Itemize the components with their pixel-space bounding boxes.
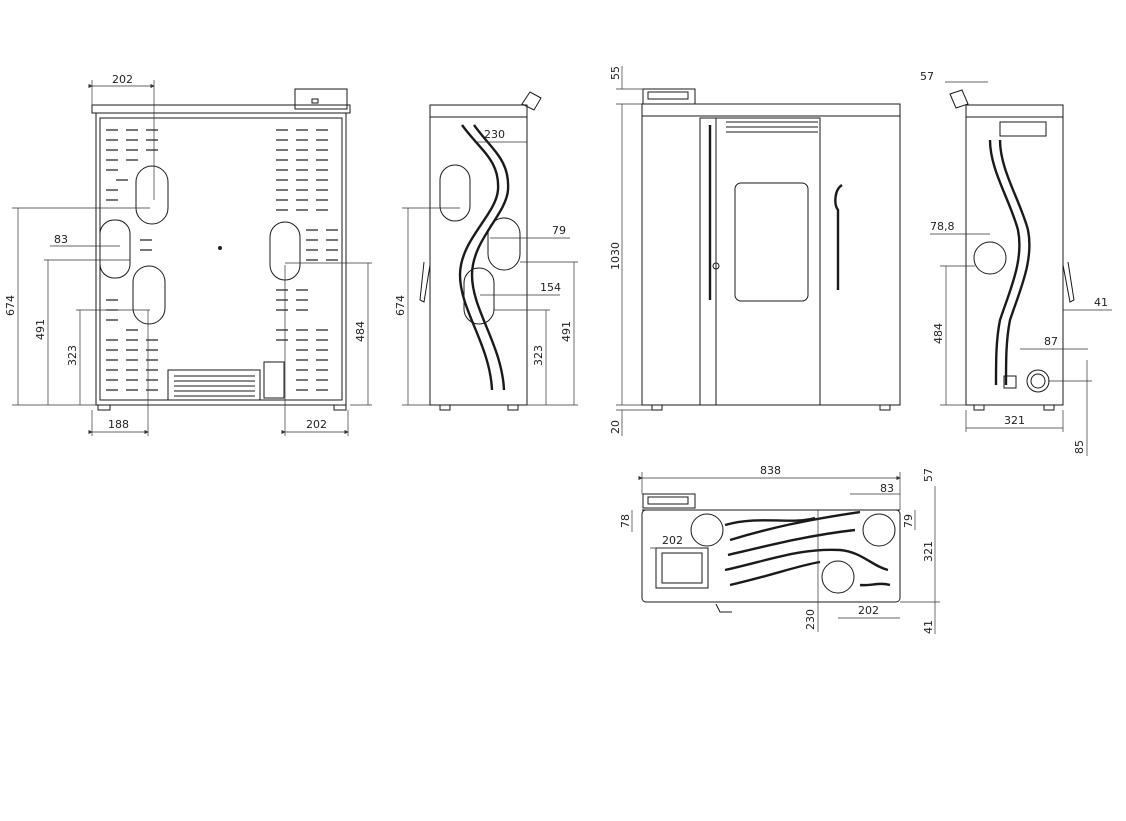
dim-back-491: 491	[34, 319, 47, 340]
dim-top-41: 41	[922, 620, 935, 634]
dim-left-230: 230	[484, 128, 505, 141]
top-wave-lines	[724, 510, 891, 587]
dim-right-87: 87	[1044, 335, 1058, 348]
dim-back-83: 83	[54, 233, 68, 246]
dim-left-674: 674	[394, 295, 407, 316]
top-view: 838 83 57 78 202 79 321 230 202 41	[619, 464, 940, 634]
dim-right-85: 85	[1073, 440, 1086, 454]
dim-top-202b: 202	[858, 604, 879, 617]
dim-top-57: 57	[922, 468, 935, 482]
dim-back-323: 323	[66, 345, 79, 366]
dim-right-57: 57	[920, 70, 934, 83]
dim-back-202b: 202	[306, 418, 327, 431]
dim-back-484: 484	[354, 321, 367, 342]
dim-back-188: 188	[108, 418, 129, 431]
grille	[174, 375, 255, 397]
dim-front-20: 20	[609, 420, 622, 434]
vent-slots-right	[276, 129, 338, 391]
side-right-view: 57 78,8 484 41 87 85 321	[920, 70, 1112, 456]
front-view: 55 1030 20	[609, 66, 901, 436]
dim-left-491: 491	[560, 321, 573, 342]
front-dimensions: 55 1030 20	[609, 66, 652, 436]
dim-front-55: 55	[609, 66, 622, 80]
dim-left-79: 79	[552, 224, 566, 237]
dim-top-202a: 202	[662, 534, 683, 547]
side-left-dimensions: 230 674 79 154 323 491	[394, 128, 578, 406]
dim-top-83: 83	[880, 482, 894, 495]
top-view-dimensions: 838 83 57 78 202 79 321 230 202 41	[619, 464, 940, 634]
back-view: 202 674 491 323 83 188 202 484	[4, 73, 372, 436]
dim-front-1030: 1030	[609, 242, 622, 270]
front-grille	[726, 121, 818, 133]
dim-top-838: 838	[760, 464, 781, 477]
dim-top-321: 321	[922, 541, 935, 562]
side-right-dimensions: 57 78,8 484 41 87 85 321	[920, 70, 1112, 456]
dim-left-154: 154	[540, 281, 561, 294]
dim-left-323: 323	[532, 345, 545, 366]
dim-top-78: 78	[619, 514, 632, 528]
dim-right-321: 321	[1004, 414, 1025, 427]
dim-right-788: 78,8	[930, 220, 955, 233]
dim-right-484: 484	[932, 323, 945, 344]
dim-top-79: 79	[902, 514, 915, 528]
dim-right-41: 41	[1094, 296, 1108, 309]
dim-top-230: 230	[804, 609, 817, 630]
dim-back-top: 202	[112, 73, 133, 86]
side-left-view: 230 674 79 154 323 491	[394, 91, 578, 411]
vent-slots-left	[106, 129, 158, 391]
back-view-dimensions: 202 674 491 323 83 188 202 484	[4, 73, 372, 436]
dim-back-674: 674	[4, 295, 17, 316]
